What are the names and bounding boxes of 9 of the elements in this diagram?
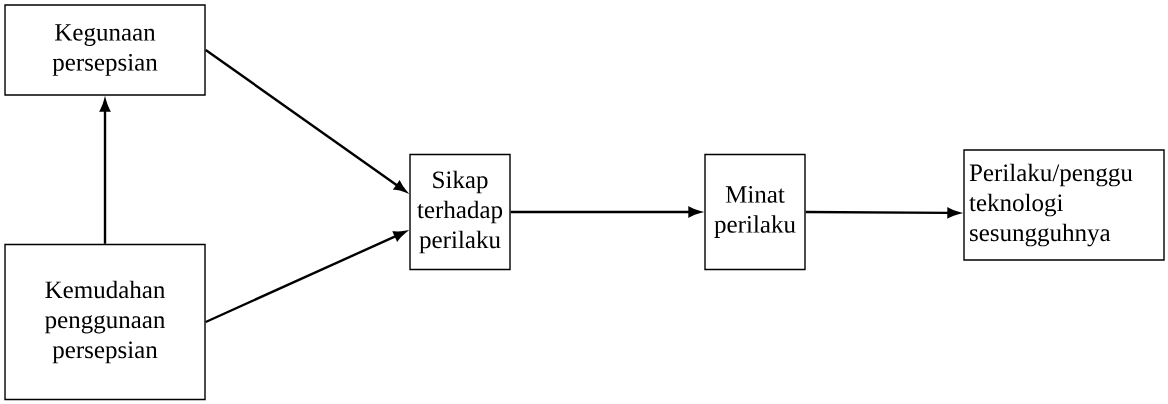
arrow	[510, 206, 701, 218]
arrow	[805, 207, 960, 218]
process-box: Perilaku/penggu teknologi sesungguhnya	[963, 149, 1165, 261]
arrow	[205, 49, 407, 193]
process-box: Kegunaan persepsian	[4, 4, 206, 96]
arrow	[99, 99, 111, 244]
process-box: Sikap terhadap perilaku	[409, 153, 511, 271]
process-box: Minat perilaku	[704, 153, 806, 271]
process-box: Kemudahan penggunaan persepsian	[4, 243, 206, 401]
